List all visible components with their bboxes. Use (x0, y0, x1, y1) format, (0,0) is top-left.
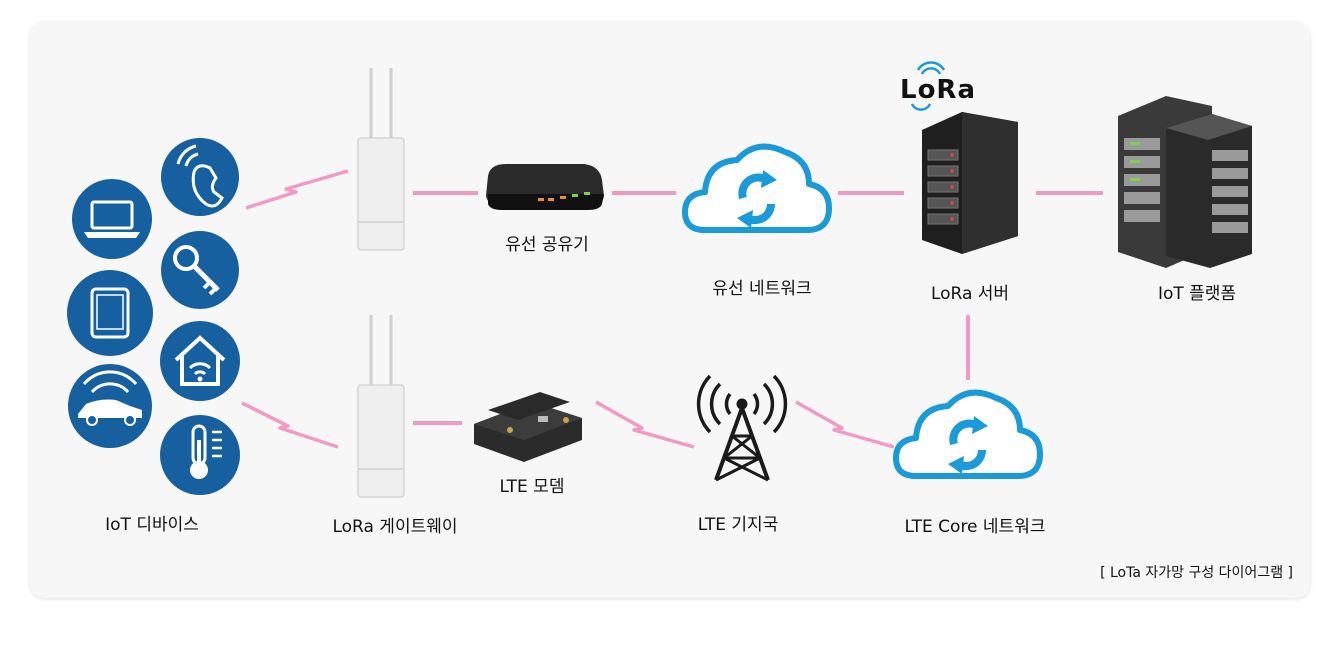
antenna-gateway-icon (356, 313, 406, 499)
label-wired-router: 유선 공유기 (505, 235, 589, 255)
tablet-icon (67, 270, 153, 356)
cloud-icon (685, 147, 829, 230)
server-icon (922, 112, 1018, 254)
label-wired-network: 유선 네트워크 (712, 279, 812, 299)
cell-tower-icon (696, 374, 788, 482)
wireless-tower-lte-core (795, 400, 895, 449)
server-rack-icon (1118, 96, 1252, 268)
diagram-card (30, 22, 1310, 598)
label-lte-core-network: LTE Core 네트워크 (904, 517, 1046, 537)
iot-devices (67, 138, 240, 495)
router-icon (486, 164, 604, 210)
thermometer-icon (160, 415, 240, 495)
antenna-gateway-icon (356, 66, 406, 252)
wireless-devices-gateway-bottom (241, 401, 339, 449)
lte-modem-icon (474, 392, 582, 462)
key-icon (161, 231, 239, 309)
car-icon (68, 364, 152, 448)
label-iot-devices: IoT 디바이스 (105, 515, 199, 535)
wireless-links (241, 169, 895, 449)
cloud-icon (896, 393, 1040, 476)
label-lte-modem: LTE 모뎀 (499, 477, 565, 497)
label-lora-gateway: LoRa 게이트웨이 (332, 517, 458, 537)
phone-icon (161, 138, 239, 216)
laptop-icon (72, 179, 152, 259)
diagram-caption: [ LoTa 자가망 구성 다이어그램 ] (1100, 565, 1293, 581)
wired-links (413, 191, 1103, 425)
wireless-devices-gateway-top (245, 169, 349, 210)
label-lora-server: LoRa 서버 (930, 284, 1010, 304)
lora-logo: LoRa (900, 61, 976, 111)
lora-logo-text: LoRa (900, 75, 976, 105)
smart-home-icon (160, 321, 240, 401)
wireless-modem-tower (595, 400, 695, 449)
label-lte-base-station: LTE 기지국 (697, 515, 779, 535)
label-iot-platform: IoT 플랫폼 (1157, 284, 1237, 304)
